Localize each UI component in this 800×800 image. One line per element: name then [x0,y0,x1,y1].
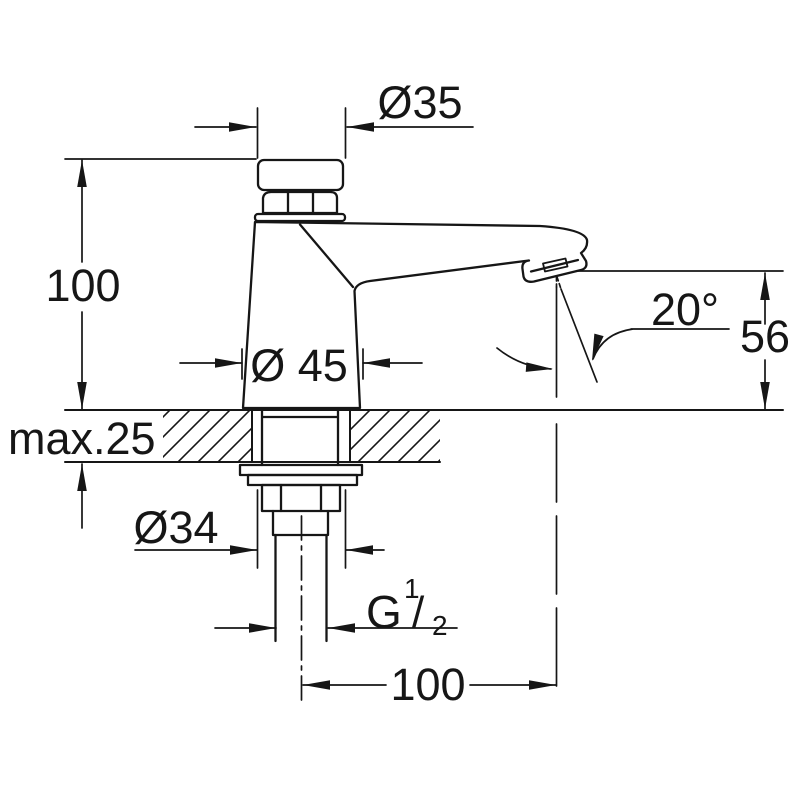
body-diameter-label: Ø 45 [250,340,348,391]
mounting-hex-nut [260,483,342,513]
body-outline [241,220,589,410]
max-deck-thickness-label: max.25 [8,413,156,464]
thread-prefix: G [366,586,402,638]
shank-diameter-label: Ø34 [133,502,218,553]
faucet-body [241,158,589,410]
angle-leader [592,328,730,360]
spout-mouth-inner-edge [529,258,580,273]
deck-hole-edges [251,409,351,463]
body-transition-edge [298,223,355,289]
dim-spout-angle [496,276,730,701]
spout-angle-label: 20° [651,284,719,335]
outlet-height-label: 56 [740,311,790,362]
shank-shoulder [271,509,330,537]
overall-height-label: 100 [45,260,120,311]
adjustment-nut-facets [286,190,315,215]
adjustment-nut [261,190,339,215]
spout-reach-label: 100 [390,659,465,710]
cap-diameter-label: Ø35 [377,77,462,128]
outlet-projection-angled [556,276,562,290]
aerator-slot [542,257,569,273]
push-button-cap [256,158,345,192]
thread-slash: / [412,588,425,637]
deck-hatch-left [163,411,252,461]
thread-numerator: 1 [404,573,420,604]
deck-hatch-right [350,411,440,461]
collar-ring [253,212,347,223]
mounting-nut-facets [279,483,323,513]
under-deck-assembly [238,408,364,701]
shank-through-deck [260,408,340,467]
thread-denominator: 2 [432,610,448,641]
mounting-deck [64,409,784,463]
threaded-shank [274,533,328,643]
dimension-labels: Ø35 100 Ø 45 20° 56 max.25 Ø34 G 1 / 2 1… [8,77,790,710]
thread-size-label: G 1 / 2 [366,573,448,641]
